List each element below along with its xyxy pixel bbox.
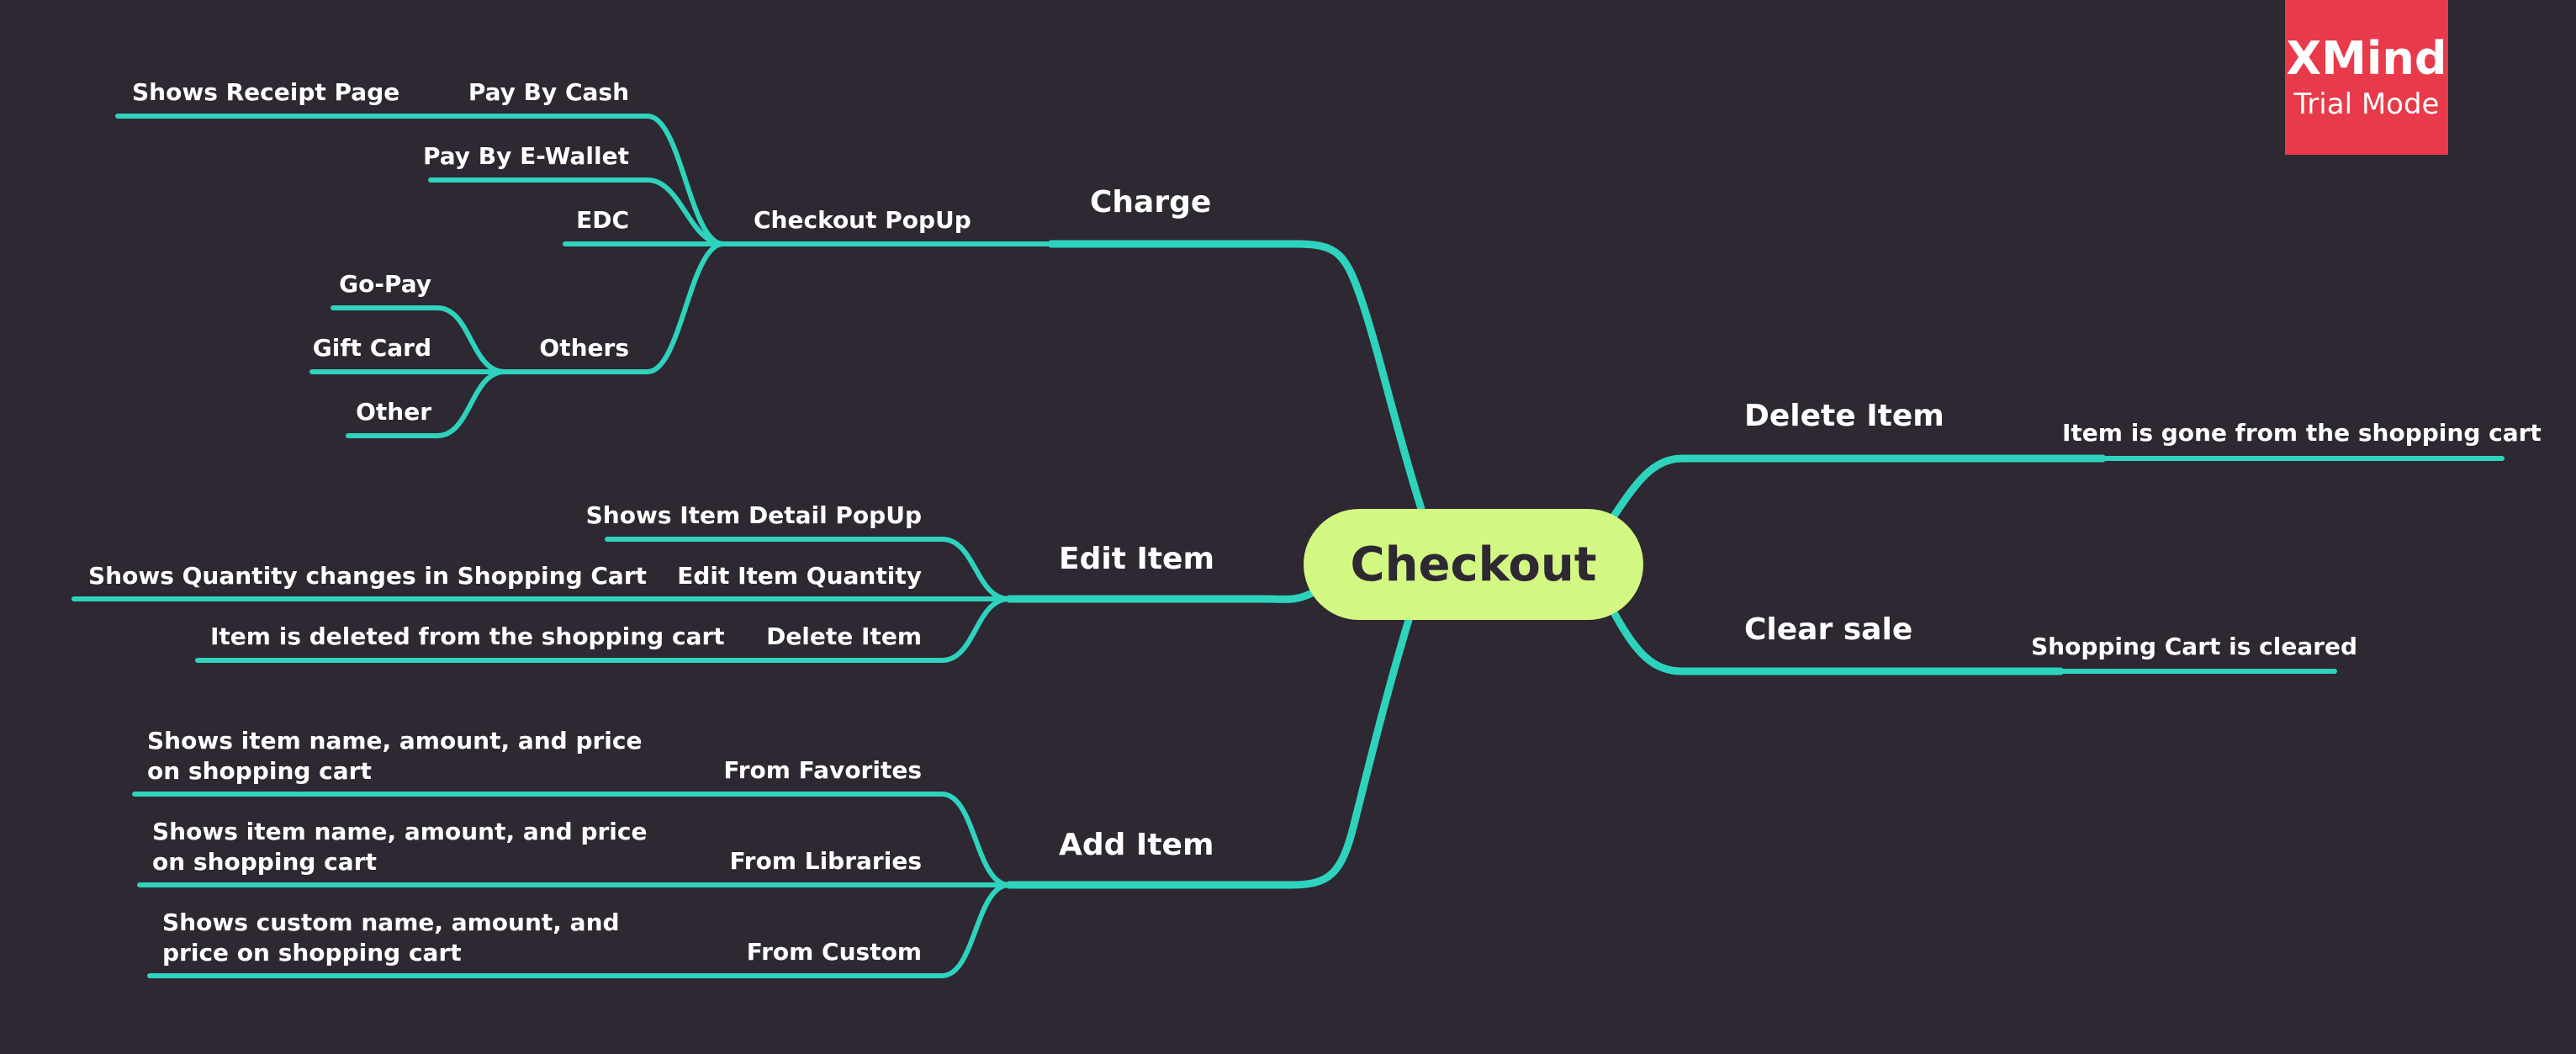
topic-add-item[interactable]: Add Item: [1059, 828, 1214, 862]
subtopic-delete-item[interactable]: Delete Item: [766, 622, 922, 650]
xmind-trial-badge: XMind Trial Mode: [2285, 0, 2448, 155]
subtopic-custom-result[interactable]: Shows custom name, amount, and price on …: [162, 908, 620, 967]
connector-from-custom: [147, 882, 1012, 978]
topic-clear-sale[interactable]: Clear sale: [1744, 612, 1913, 647]
subtopic-edc[interactable]: EDC: [576, 206, 629, 234]
subtopic-shows-receipt-page[interactable]: Shows Receipt Page: [132, 78, 400, 106]
topic-charge[interactable]: Charge: [1090, 185, 1212, 220]
connector-pay-by-cash: [115, 114, 726, 246]
subtopic-shopping-cart-cleared[interactable]: Shopping Cart is cleared: [2031, 633, 2358, 660]
subtopic-from-favorites[interactable]: From Favorites: [723, 756, 922, 784]
connector-clear-sale: [1611, 610, 2065, 675]
connector-edit-item: [1005, 589, 1316, 603]
xmind-brand-text: XMind: [2286, 32, 2447, 85]
subtopic-gift-card[interactable]: Gift Card: [312, 334, 431, 362]
subtopic-shows-item-detail-popup[interactable]: Shows Item Detail PopUp: [585, 501, 922, 529]
subtopic-go-pay[interactable]: Go-Pay: [339, 270, 431, 298]
connector-shows-item-detail-popup: [605, 537, 1012, 601]
subtopic-checkout-popup[interactable]: Checkout PopUp: [754, 206, 971, 234]
connector-charge: [1047, 240, 1426, 513]
connector-delete-item-detail: [195, 596, 1012, 663]
subtopic-item-gone-from-cart[interactable]: Item is gone from the shopping cart: [2062, 419, 2542, 447]
connector-delete-item: [1611, 454, 2107, 519]
connector-other: [346, 369, 507, 438]
subtopic-item-deleted-from-cart[interactable]: Item is deleted from the shopping cart: [210, 622, 725, 650]
topic-edit-item[interactable]: Edit Item: [1059, 542, 1214, 576]
connector-others: [502, 241, 726, 374]
connector-add-item: [1005, 616, 1413, 889]
subtopic-edit-item-quantity[interactable]: Edit Item Quantity: [677, 562, 922, 590]
connector-pay-by-e-wallet: [428, 177, 726, 246]
subtopic-favorites-result[interactable]: Shows item name, amount, and price on sh…: [147, 727, 643, 785]
subtopic-from-libraries[interactable]: From Libraries: [729, 847, 922, 875]
connector-go-pay: [331, 305, 507, 374]
subtopic-libraries-result[interactable]: Shows item name, amount, and price on sh…: [152, 818, 648, 876]
connector-from-favorites: [132, 792, 1012, 887]
trial-mode-text: Trial Mode: [2293, 87, 2440, 121]
subtopic-pay-by-cash[interactable]: Pay By Cash: [468, 78, 629, 106]
subtopic-other[interactable]: Other: [356, 398, 431, 426]
subtopic-pay-by-e-wallet[interactable]: Pay By E-Wallet: [423, 142, 629, 170]
subtopic-shows-quantity-changes[interactable]: Shows Quantity changes in Shopping Cart: [88, 562, 648, 590]
subtopic-others[interactable]: Others: [539, 334, 629, 362]
central-topic-checkout[interactable]: Checkout: [1304, 509, 1643, 620]
subtopic-from-custom[interactable]: From Custom: [746, 938, 922, 966]
topic-delete-item[interactable]: Delete Item: [1744, 399, 1944, 433]
